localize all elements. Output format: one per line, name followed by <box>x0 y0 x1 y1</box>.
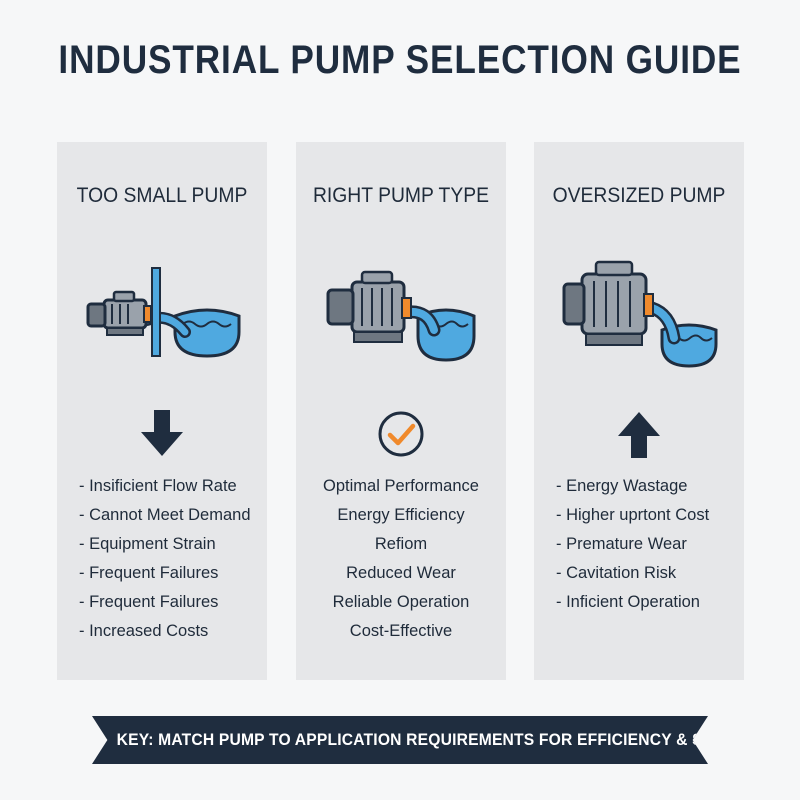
list-item: Cost-Effective <box>349 622 453 640</box>
list-item: Energy Efficiency <box>337 506 465 524</box>
panel-oversized-pump: OVERSIZED PUMP - Energy Wastage - Higher… <box>534 142 744 680</box>
list-item: - Increased Costs <box>79 622 209 640</box>
list-item: - Inficient Operation <box>556 593 700 611</box>
list-item: Refiom <box>374 535 428 553</box>
list-item: - Cavitation Risk <box>556 564 677 582</box>
list-item: - Frequent Failures <box>79 564 219 582</box>
list-item: - Cannot Meet Demand <box>79 506 251 524</box>
panel-too-small-pump: TOO SMALL PUMP - Insificient Flow Rate -… <box>57 142 267 680</box>
arrow-down-icon <box>141 410 183 456</box>
key-banner-text: KEY: MATCH PUMP TO APPLICATION REQUIREME… <box>116 730 763 749</box>
list-item: - Insificient Flow Rate <box>79 477 237 495</box>
problem-list: - Insificient Flow Rate - Cannot Meet De… <box>57 472 267 646</box>
benefit-list: Optimal Performance Energy Efficiency Re… <box>296 472 506 646</box>
arrow-up-icon <box>618 412 660 458</box>
panel-heading: TOO SMALL PUMP <box>76 184 248 207</box>
list-item: - Premature Wear <box>556 535 687 553</box>
list-item: - Frequent Failures <box>79 593 219 611</box>
panel-heading: RIGHT PUMP TYPE <box>312 184 490 207</box>
check-circle-icon <box>378 411 424 457</box>
list-item: Optimal Performance <box>323 477 479 495</box>
panel-right-pump-type: RIGHT PUMP TYPE Optimal Performance Ener… <box>296 142 506 680</box>
list-item: Reliable Operation <box>332 593 470 611</box>
right-pump-illustration <box>326 270 476 362</box>
oversized-pump-illustration <box>562 260 718 368</box>
list-item: Reduced Wear <box>346 564 456 582</box>
list-item: - Higher uprtont Cost <box>556 506 710 524</box>
key-banner: KEY: MATCH PUMP TO APPLICATION REQUIREME… <box>92 716 708 764</box>
list-item: - Energy Wastage <box>556 477 688 495</box>
page-title: INDUSTRIAL PUMP SELECTION GUIDE <box>58 38 742 82</box>
list-item: - Equipment Strain <box>79 535 216 553</box>
problem-list: - Energy Wastage - Higher uprtont Cost -… <box>534 472 744 617</box>
panel-heading: OVERSIZED PUMP <box>552 184 726 207</box>
small-pump-illustration <box>86 267 241 358</box>
